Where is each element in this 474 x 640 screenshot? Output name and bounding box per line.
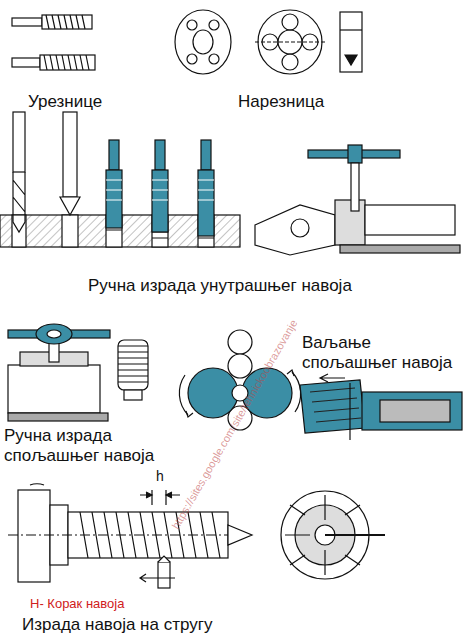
- legend-note: H- Корак навоја: [30, 596, 124, 612]
- section-caption: Ручна израда спољашњег навоја: [4, 426, 204, 467]
- tool-label: Нарезница: [238, 92, 324, 112]
- tool-label: Урезнице: [28, 92, 102, 112]
- section-caption: Израда навоја на стругу: [22, 615, 212, 635]
- section-caption: Ручна израда унутрашњег навоја: [88, 276, 352, 296]
- dimension-label: h: [156, 468, 164, 485]
- section-caption: Ваљање спољашњег навоја: [302, 333, 470, 374]
